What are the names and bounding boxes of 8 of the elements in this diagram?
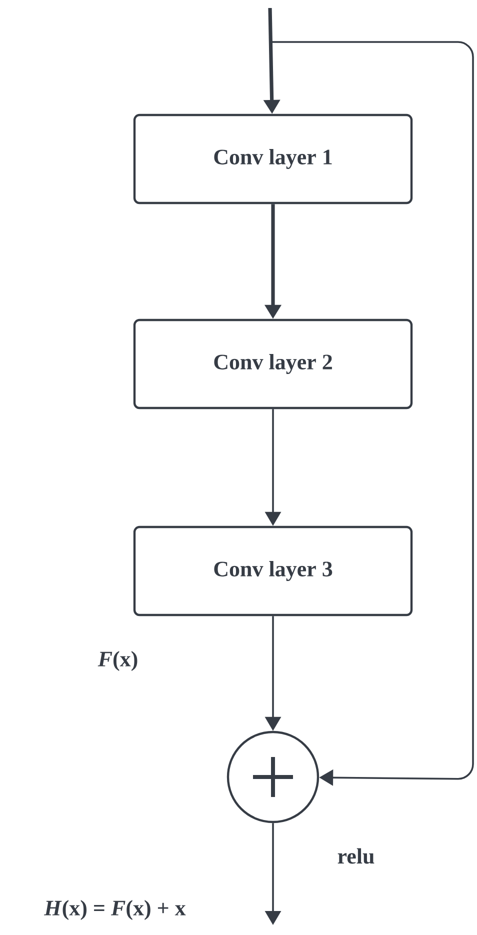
arrow [270, 41, 474, 786]
layer-box: Conv layer 3 [133, 526, 413, 616]
label-text: relu [338, 848, 374, 864]
label-text: F(x) [98, 651, 138, 671]
layer-box: Conv layer 1 [133, 114, 413, 204]
sum-circle [226, 730, 320, 824]
formula-text: H(x) = F(x) + x [44, 900, 186, 920]
layer-box: Conv layer 2 [133, 318, 413, 410]
